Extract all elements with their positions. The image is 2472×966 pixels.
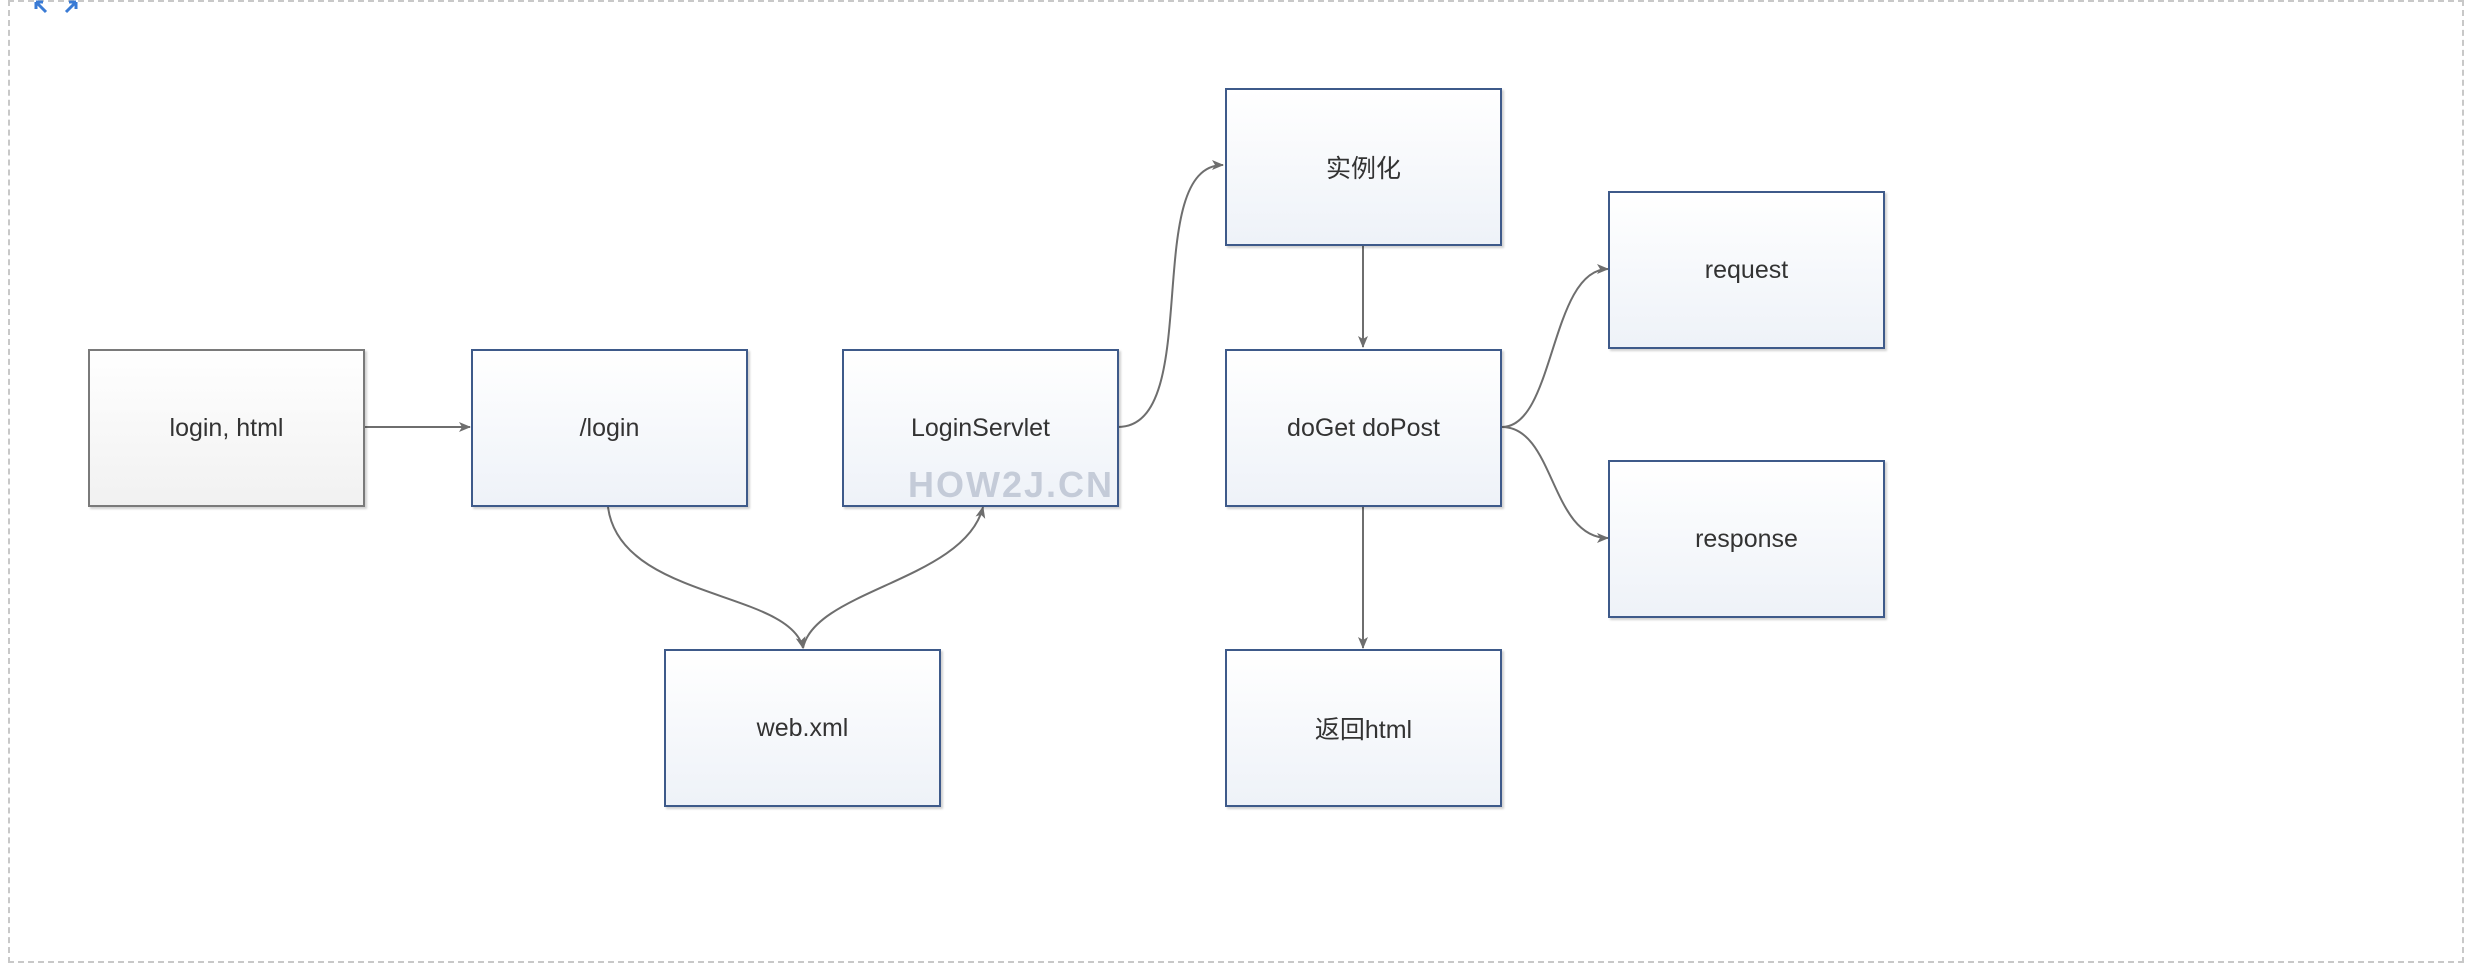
node-login-path[interactable]: /login bbox=[471, 349, 748, 507]
watermark: HOW2J.CN bbox=[908, 464, 1115, 505]
node-login-path-label: /login bbox=[579, 413, 640, 442]
node-request-label: request bbox=[1704, 255, 1789, 284]
node-login-servlet-label: LoginServlet bbox=[911, 413, 1050, 442]
arrow-loginservlet-to-instantiate bbox=[1117, 160, 1224, 428]
node-instantiate[interactable]: 实例化 bbox=[1225, 88, 1502, 246]
node-web-xml-label: web.xml bbox=[756, 713, 849, 742]
node-return-html[interactable]: 返回html bbox=[1225, 649, 1502, 807]
node-request[interactable]: request bbox=[1608, 191, 1885, 349]
node-doget-dopost-label: doGet doPost bbox=[1287, 413, 1440, 442]
node-instantiate-label: 实例化 bbox=[1325, 155, 1401, 183]
diagram-frame bbox=[8, 0, 2464, 963]
node-doget-dopost[interactable]: doGet doPost bbox=[1225, 349, 1502, 507]
node-login-html[interactable]: login, html bbox=[88, 349, 365, 507]
arrow-doget-to-response bbox=[1501, 426, 1609, 543]
node-login-servlet[interactable]: LoginServlet bbox=[842, 349, 1119, 507]
node-return-html-label: 返回html bbox=[1314, 716, 1413, 744]
node-response-label: response bbox=[1695, 524, 1798, 553]
arrow-login-to-webxml bbox=[607, 506, 806, 649]
node-web-xml[interactable]: web.xml bbox=[664, 649, 941, 807]
node-response[interactable]: response bbox=[1608, 460, 1885, 618]
arrow-doget-to-request bbox=[1501, 264, 1609, 428]
arrow-webxml-to-loginservlet bbox=[802, 506, 986, 649]
expand-icon[interactable] bbox=[34, 0, 78, 16]
node-login-html-label: login, html bbox=[169, 413, 284, 442]
